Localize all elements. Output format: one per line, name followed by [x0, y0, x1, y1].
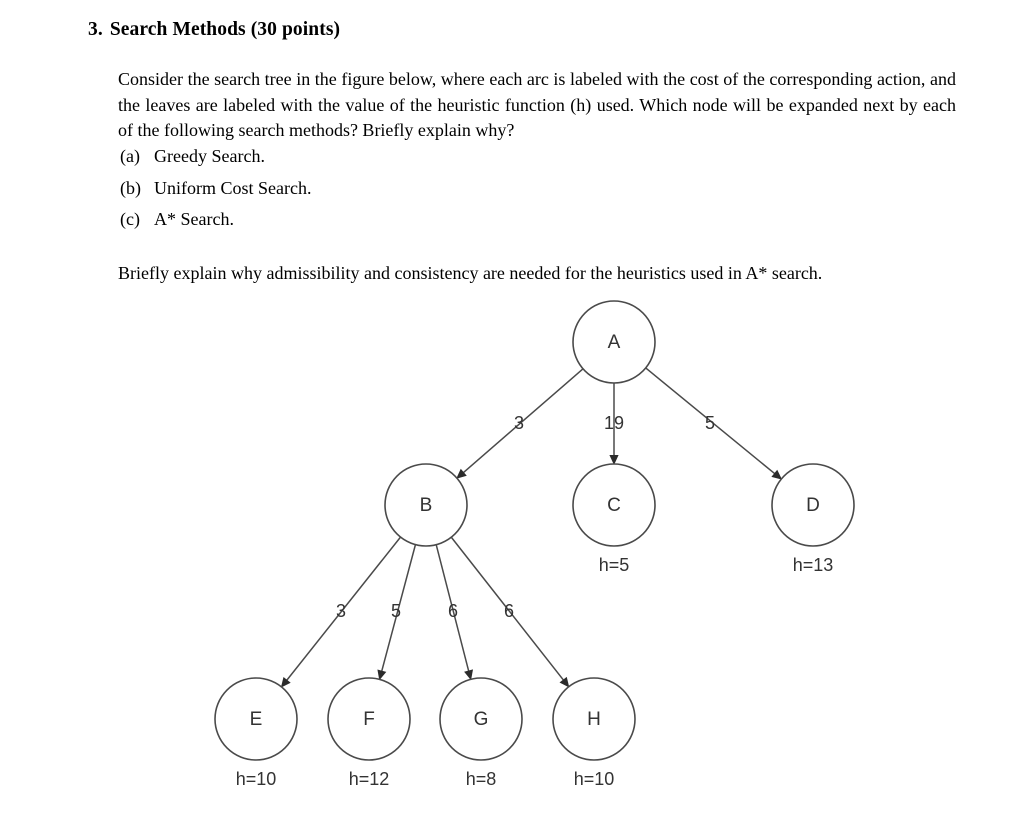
arrowhead-icon	[771, 469, 783, 480]
tree-edge-b-g	[435, 544, 470, 672]
heuristic-label-e: h=10	[236, 769, 277, 789]
question-title: Search Methods (30 points)	[109, 19, 341, 40]
sub-question-a: (a) Greedy Search.	[120, 141, 820, 173]
heuristic-label-c: h=5	[599, 555, 630, 575]
tree-node-b	[384, 463, 468, 547]
arrowhead-icon	[559, 676, 570, 688]
sub-question-b-marker: (b)	[120, 177, 141, 198]
tree-node-label-a: A	[608, 332, 621, 353]
tree-node-layer	[214, 300, 855, 761]
tree-node-label-d: D	[806, 495, 820, 516]
tree-node-g	[439, 677, 523, 761]
tree-edge-b-e	[285, 536, 402, 682]
tree-node-label-b: B	[420, 495, 433, 516]
tree-edge-b-f	[380, 544, 417, 672]
arrowhead-icon	[377, 669, 387, 681]
tree-node-c	[572, 463, 656, 547]
tree-node-f	[327, 677, 411, 761]
tree-edge-a-d	[645, 367, 776, 475]
edge-cost-b-f: 5	[391, 601, 401, 621]
tree-node-label-f: F	[363, 709, 375, 730]
arrowhead-icon	[464, 669, 474, 681]
edge-cost-a-b: 3	[514, 413, 524, 433]
sub-question-a-text: Greedy Search.	[154, 146, 265, 166]
tree-node-a	[572, 300, 656, 384]
tree-node-label-e: E	[250, 709, 263, 730]
sub-question-a-marker: (a)	[120, 146, 140, 166]
tree-edge-a-b	[462, 368, 584, 474]
sub-question-b-text: Uniform Cost Search.	[154, 177, 312, 198]
heuristic-label-d: h=13	[793, 555, 834, 575]
sub-question-c: (c) A* Search.	[120, 204, 820, 236]
arrowhead-icon	[280, 676, 291, 688]
edge-cost-b-h: 6	[504, 601, 514, 621]
closing-instruction: Briefly explain why admissibility and co…	[118, 263, 823, 283]
heuristic-label-g: h=8	[466, 769, 497, 789]
edge-cost-b-g: 6	[448, 601, 458, 621]
edge-cost-a-c: 19	[604, 413, 624, 433]
tree-node-d	[771, 463, 855, 547]
tree-node-label-c: C	[607, 495, 621, 516]
tree-node-label-g: G	[474, 709, 489, 730]
sub-question-list: (a) Greedy Search. (b) Uniform Cost Search…	[120, 141, 820, 236]
tree-edge-layer	[280, 367, 783, 688]
tree-node-label-h: H	[587, 709, 601, 730]
edge-cost-a-d: 5	[705, 413, 715, 433]
arrowhead-icon	[609, 455, 619, 465]
heuristic-label-h: h=10	[574, 769, 615, 789]
tree-edge-b-h	[450, 536, 565, 681]
sub-question-c-text: A* Search.	[154, 209, 234, 229]
sub-question-c-marker: (c)	[120, 209, 140, 229]
arrowhead-icon	[456, 468, 467, 479]
edge-cost-b-e: 3	[336, 601, 346, 621]
sub-question-b: (b) Uniform Cost Search.	[120, 173, 820, 205]
heuristic-label-f: h=12	[349, 769, 390, 789]
tree-node-e	[214, 677, 298, 761]
question-heading: 3. Search Methods (30 points)	[88, 19, 340, 41]
question-number: 3.	[88, 19, 103, 40]
question-paragraph: Consider the search tree in the figure b…	[118, 69, 956, 140]
tree-node-h	[552, 677, 636, 761]
